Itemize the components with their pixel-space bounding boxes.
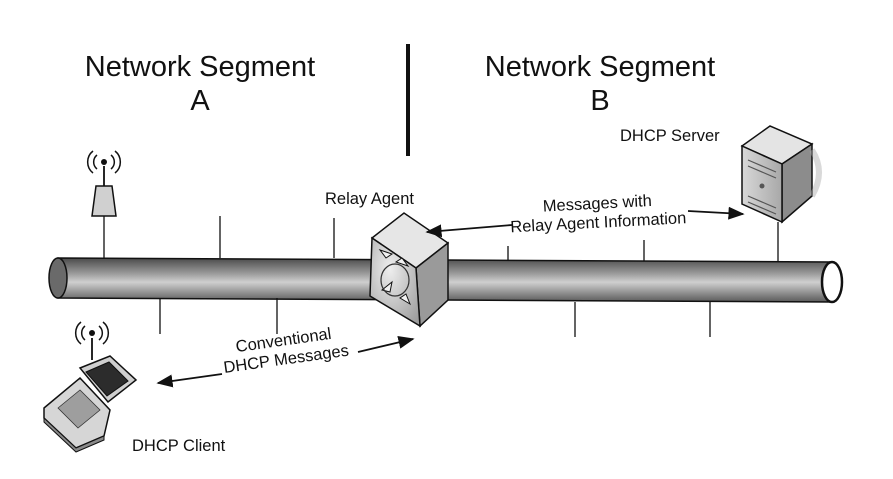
laptop-icon bbox=[43, 321, 138, 453]
server-tower-icon bbox=[740, 125, 822, 224]
wireless-access-point-icon bbox=[86, 150, 122, 217]
segment-a-letter: A bbox=[190, 85, 210, 117]
relay-agent-label: Relay Agent bbox=[325, 190, 414, 208]
segment-b-letter: B bbox=[590, 85, 610, 117]
arrow-conventional-to-relay bbox=[357, 336, 415, 353]
segment-a-title: Network Segment A bbox=[60, 50, 340, 118]
segment-b-title: Network Segment B bbox=[460, 50, 740, 118]
dhcp-client-label: DHCP Client bbox=[132, 437, 226, 455]
arrow-relay-to-server bbox=[687, 206, 745, 220]
bus-drop-lines-top bbox=[103, 216, 779, 262]
segment-a-title-line: Network Segment bbox=[84, 51, 316, 83]
arrow-relay-info-to-relay bbox=[425, 224, 513, 238]
bus-drop-lines-bottom bbox=[159, 298, 711, 337]
segment-b-title-line: Network Segment bbox=[484, 51, 716, 83]
bus-cable-end bbox=[820, 260, 844, 304]
arrow-conventional-to-client bbox=[156, 373, 223, 388]
dhcp-server-label: DHCP Server bbox=[620, 127, 720, 145]
relay-agent-router-icon bbox=[369, 212, 450, 328]
